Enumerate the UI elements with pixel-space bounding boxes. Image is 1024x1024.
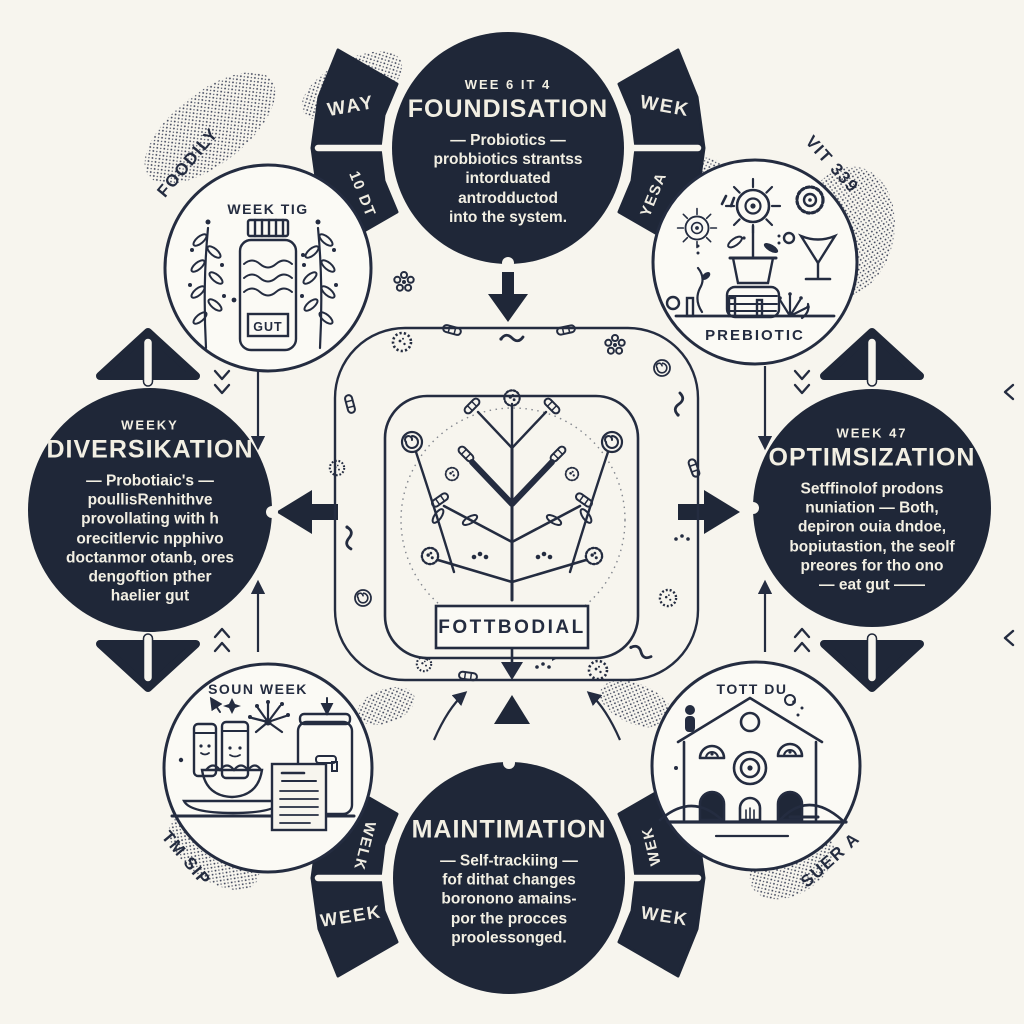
phase-foundation: WEE 6 IT 4 FOUNDISATION — Probiotics — p… [407, 77, 609, 227]
phase-body: — Probotiaic's — poullisRenhithve provol… [66, 472, 234, 606]
center-down-arrow-icon [501, 662, 523, 680]
node-top-right: PREBIOTIC [651, 158, 859, 366]
node-label: PREBIOTIC [705, 327, 805, 344]
phase-circle-diversification [28, 388, 272, 632]
microbe-tree-icon [400, 389, 624, 602]
center-label: FOTTBODIAL [438, 617, 585, 638]
center-label-box [434, 604, 590, 650]
node-bottom-left: SOUN WEEK [162, 662, 374, 874]
eye-flowers-pot-goblet-icon [665, 177, 839, 320]
spiky-microbe-icon [795, 185, 825, 215]
phase-body: — Probiotics — probbiotics strantss into… [433, 131, 583, 226]
phase-title: OPTIMSIZATION [768, 443, 976, 472]
phase-diversification: WEEKY DIVERSIKATION — Probotiaic's — pou… [35, 418, 265, 607]
center-node: FOTTBODIAL [383, 389, 640, 680]
node-label: TOTT DU [717, 681, 788, 697]
node-label: WEEK TIG [227, 201, 308, 217]
phase-week: WEEK 47 [836, 425, 908, 441]
phase-circle-optimization [753, 389, 991, 627]
phase-title: MAINTIMATION [411, 815, 607, 844]
phase-week: WEE 6 IT 4 [464, 76, 552, 92]
flow-connectors [213, 366, 1015, 741]
node-label: SOUN WEEK [208, 681, 308, 697]
flow-arrow-right-icon [678, 490, 740, 534]
bottle-and-plants-icon [188, 218, 338, 352]
burst-doodle-icon [248, 700, 290, 734]
person-icon [685, 705, 695, 732]
splash-doodle-icon [778, 292, 810, 320]
flow-arrow-down-icon [488, 272, 528, 322]
bold-flow-arrows [276, 272, 740, 724]
phase-body: — Self-trackiing — fof dithat changes bo… [440, 852, 578, 947]
node-bottom-right: TOTT DU [650, 660, 862, 872]
phase-title: DIVERSIKATION [46, 435, 254, 464]
phase-circle-foundation [392, 32, 624, 264]
phase-week: WEEKY [121, 417, 179, 433]
phase-body: Setffinolof prodons nuniation — Both, de… [789, 480, 955, 594]
building-facade-icon [658, 694, 848, 838]
flow-arrow-up-icon [494, 695, 530, 724]
right-sprig-icon [300, 219, 338, 350]
flow-arrow-left-icon [276, 490, 338, 534]
node-top-left: WEEK TIG [163, 163, 373, 373]
node-circles: WEEK TIG [162, 158, 862, 874]
left-sprig-icon [188, 219, 226, 350]
phase-title: FOUNDISATION [407, 94, 609, 123]
bottle-label: GUT [253, 320, 282, 334]
jars-bowl-plate-notes-icon [170, 696, 356, 832]
phase-circles [28, 32, 991, 994]
phase-maintenance: MAINTIMATION — Self-trackiing — fof dith… [405, 812, 613, 947]
phase-optimization: WEEK 47 OPTIMSIZATION Setffinolof prodon… [758, 425, 986, 594]
nib-arrows [96, 328, 924, 692]
notes-document-icon [270, 762, 328, 832]
phase-circle-maintenance [393, 762, 625, 994]
